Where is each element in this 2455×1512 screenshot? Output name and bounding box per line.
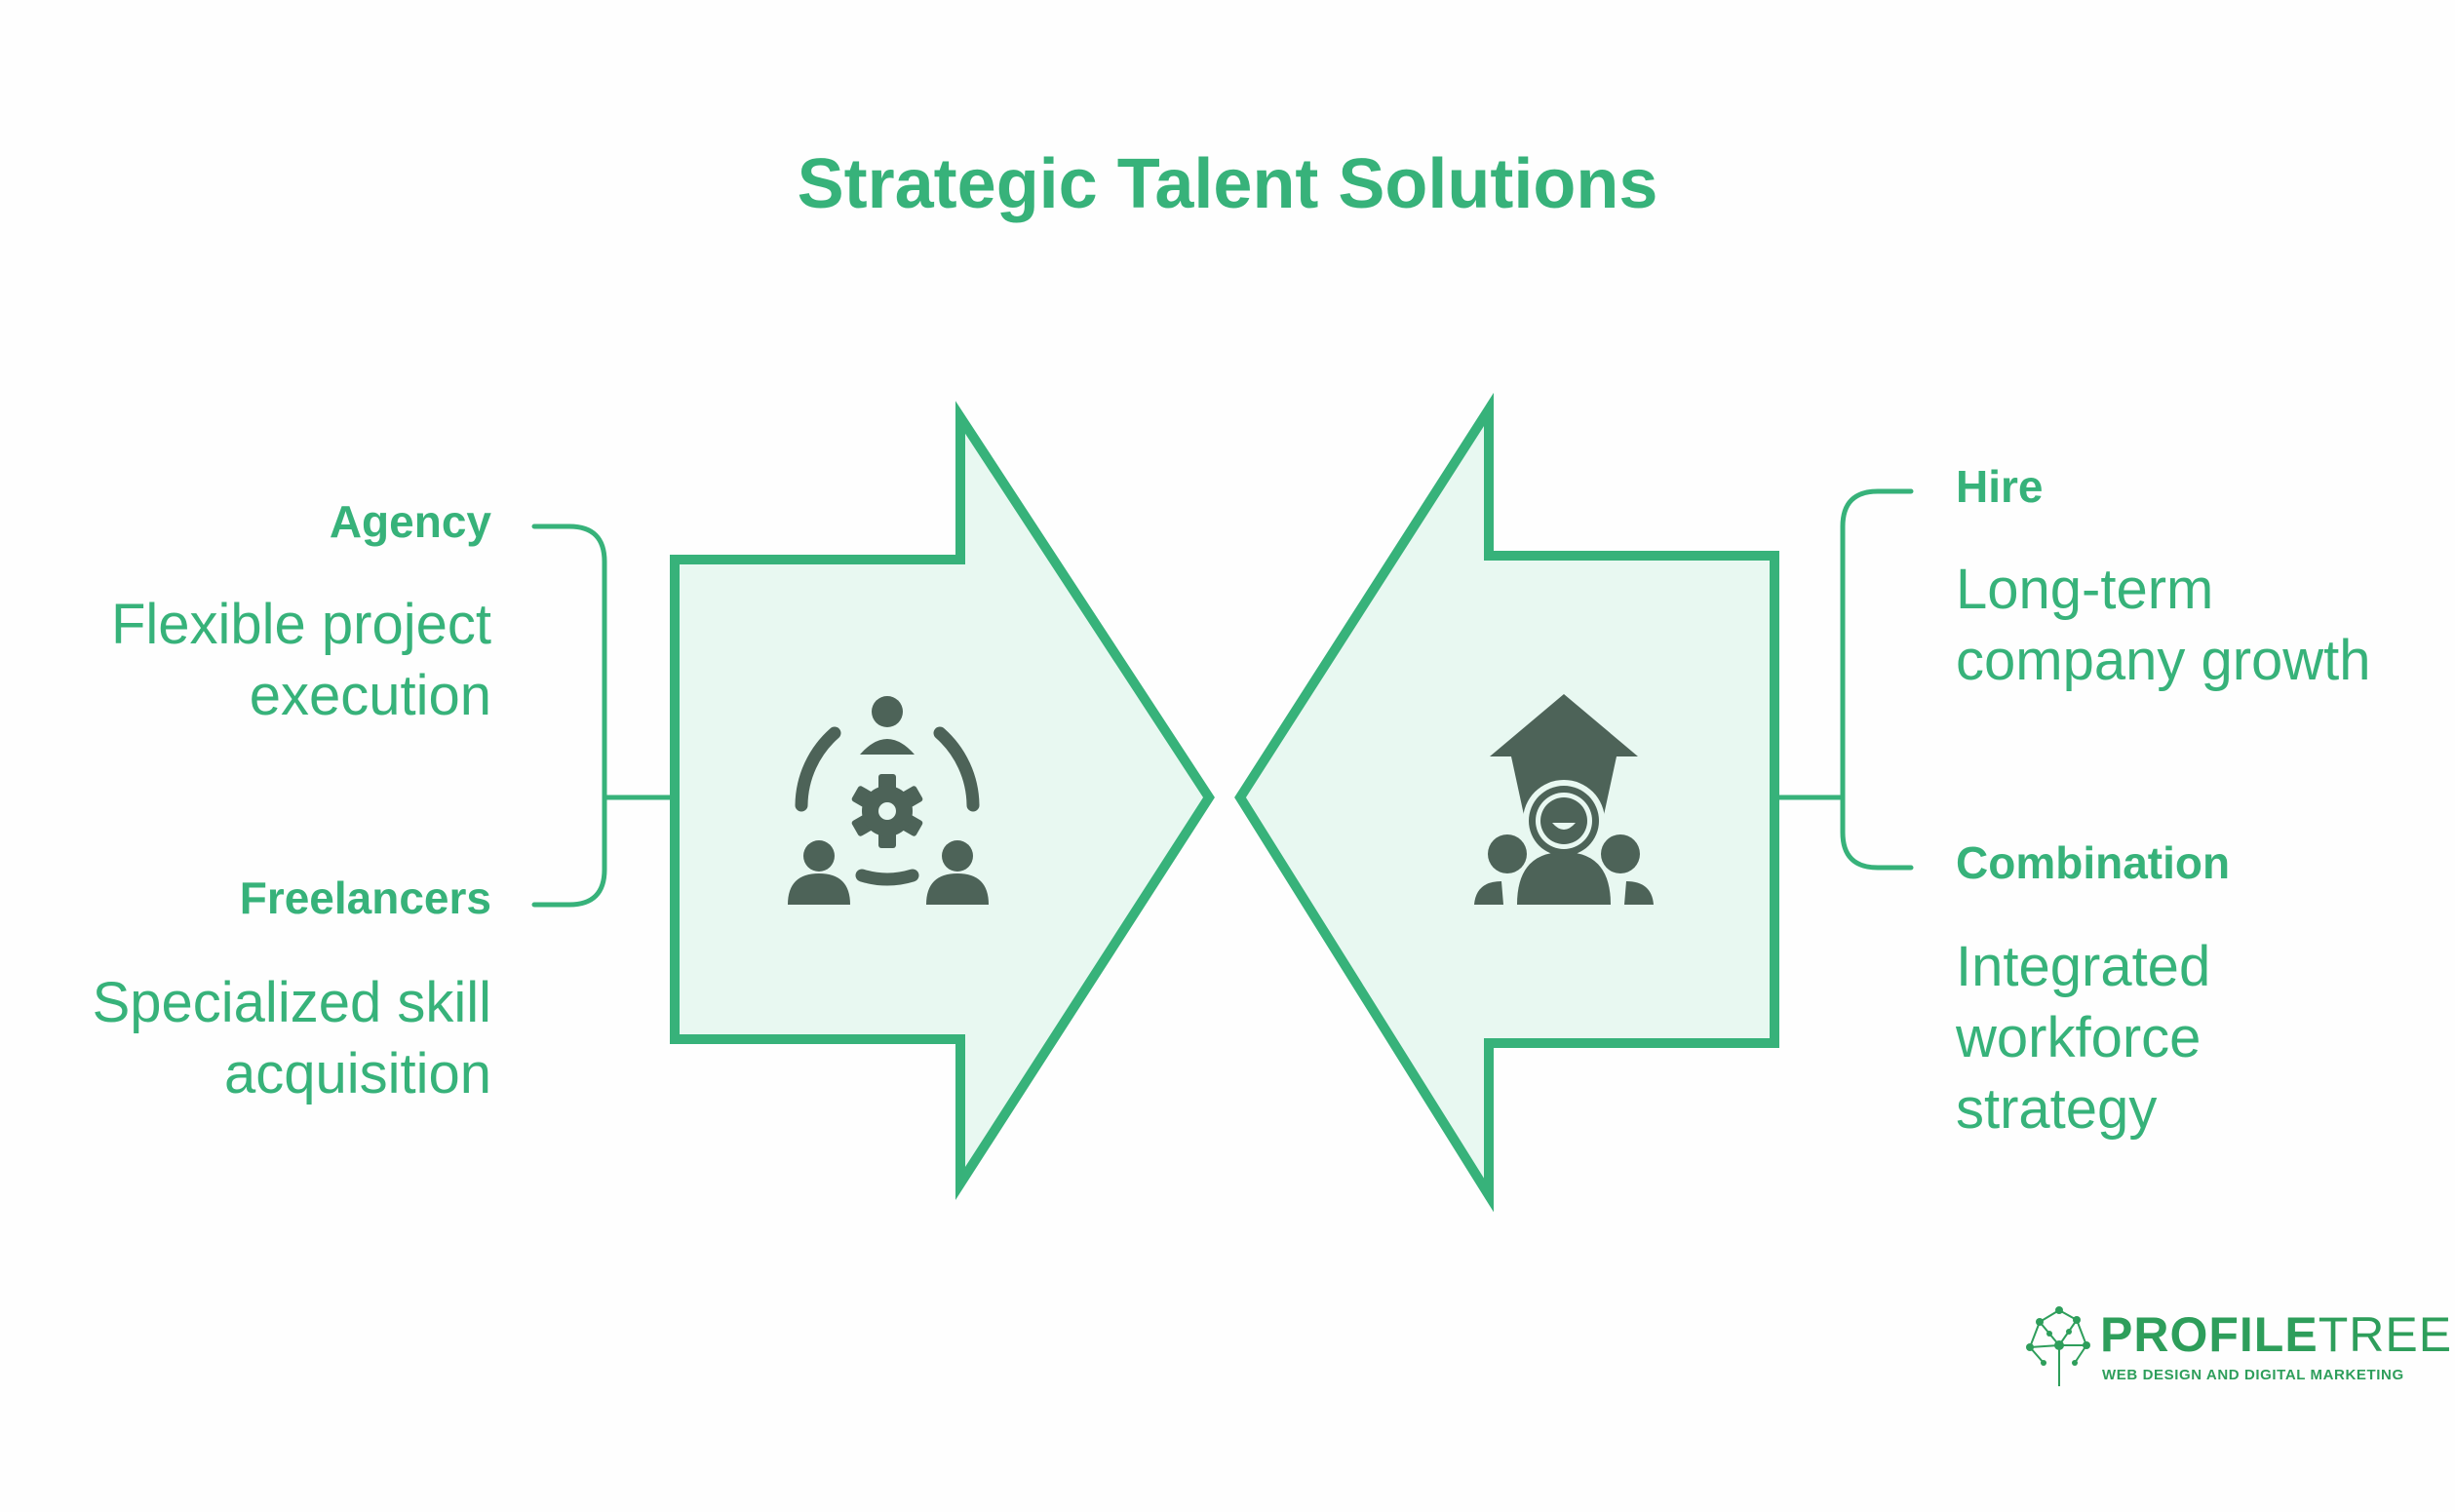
combination-description: Integrated workforce strategy bbox=[1956, 935, 2211, 1141]
profiletree-logo: PROFILETREE WEB DESIGN AND DIGITAL MARKE… bbox=[2022, 1302, 2451, 1390]
freelancers-label: Freelancers bbox=[239, 872, 491, 923]
left-arrow bbox=[670, 401, 1215, 1200]
agency-label: Agency bbox=[329, 496, 491, 547]
agency-description: Flexible project execution bbox=[110, 593, 491, 727]
team-gear-icon bbox=[788, 696, 989, 905]
team-growth-icon bbox=[1474, 694, 1654, 905]
freelancers-description: Specialized skill acquisition bbox=[92, 971, 491, 1105]
combination-label: Combination bbox=[1956, 837, 2231, 888]
logo-word-bold: PROFILE bbox=[2100, 1307, 2319, 1362]
logo-wordmark: PROFILETREE bbox=[2100, 1310, 2452, 1359]
logo-tagline: WEB DESIGN AND DIGITAL MARKETING bbox=[2102, 1367, 2404, 1383]
left-bracket bbox=[531, 523, 607, 908]
hire-label: Hire bbox=[1956, 461, 2044, 512]
logo-word-light: TREE bbox=[2318, 1307, 2453, 1362]
tree-icon bbox=[2026, 1306, 2090, 1386]
hire-description: Long-term company growth bbox=[1956, 558, 2371, 692]
right-bracket bbox=[1840, 488, 1914, 871]
page-title: Strategic Talent Solutions bbox=[797, 145, 1658, 223]
right-arrow bbox=[1234, 392, 1779, 1213]
